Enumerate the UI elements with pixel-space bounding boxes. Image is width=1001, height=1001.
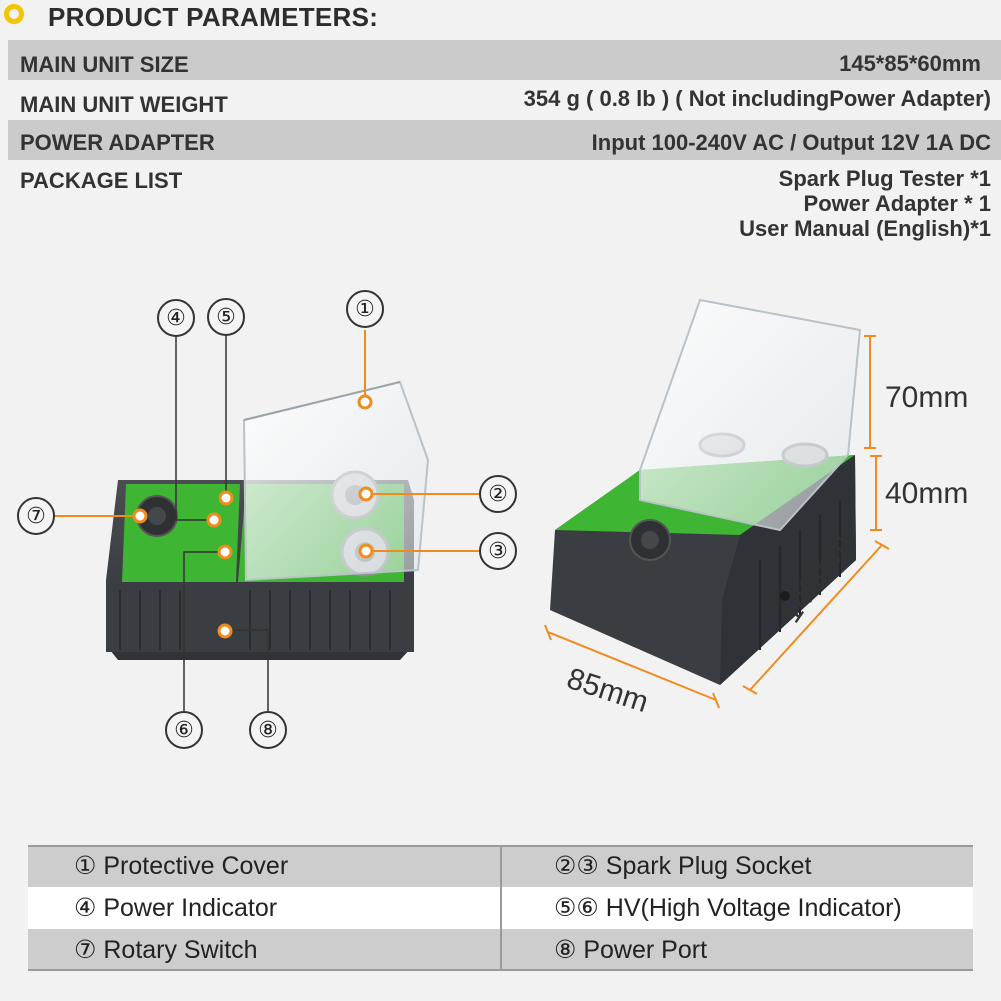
legend-divider [500, 845, 502, 971]
section-header: PRODUCT PARAMETERS: [0, 0, 1001, 36]
callout-3: ③ [479, 532, 517, 570]
callout-dots [132, 394, 374, 639]
legend-item: ②③ Spark Plug Socket [554, 852, 812, 880]
legend-item: ④ Power Indicator [74, 894, 278, 922]
package-list: Spark Plug Tester *1 Power Adapter * 1 U… [739, 166, 991, 241]
dimension-base-height: 40mm [885, 477, 969, 510]
callout-leaders [175, 335, 269, 715]
power-port [780, 591, 790, 601]
callout-1: ① [346, 290, 384, 328]
param-row-weight: MAIN UNIT WEIGHT 354 g ( 0.8 lb ) ( Not … [8, 80, 1001, 118]
callout-5: ⑤ [207, 298, 245, 336]
rotary-knob-cap [148, 507, 166, 525]
callout-lines [55, 330, 479, 552]
callout-4: ④ [157, 299, 195, 337]
protective-cover [639, 298, 862, 532]
section-title: PRODUCT PARAMETERS: [48, 2, 379, 32]
package-item: Spark Plug Tester *1 [778, 166, 991, 191]
legend-border [28, 969, 973, 971]
legend-item: ⑤⑥ HV(High Voltage Indicator) [554, 894, 902, 922]
callout-2: ② [479, 475, 517, 513]
legend-item: ⑦ Rotary Switch [74, 936, 258, 964]
package-item: Power Adapter * 1 [803, 191, 991, 216]
legend-table: ① Protective Cover ②③ Spark Plug Socket … [28, 845, 973, 971]
dimension-lines [544, 335, 890, 709]
dimension-cover-height: 70mm [885, 381, 969, 414]
front-ribs [119, 590, 391, 650]
param-row-size: MAIN UNIT SIZE 145*85*60mm [8, 40, 1001, 80]
side-face [720, 455, 856, 685]
yellow-ring-icon [4, 4, 24, 24]
product-diagram: ① ② ③ ④ ⑤ ⑥ ⑦ ⑧ 70mm 40mm 145mm 85mm [0, 270, 1001, 770]
param-label: MAIN UNIT SIZE [20, 52, 189, 77]
param-label: MAIN UNIT WEIGHT [20, 92, 228, 117]
package-item: User Manual (English)*1 [739, 216, 991, 241]
legend-item: ① Protective Cover [74, 852, 289, 880]
legend-item: ⑧ Power Port [554, 936, 708, 964]
param-row-adapter: POWER ADAPTER Input 100-240V AC / Output… [8, 120, 1001, 160]
callout-7: ⑦ [17, 497, 55, 535]
legend-border [28, 845, 973, 847]
param-value: 145*85*60mm [839, 51, 981, 76]
param-label: PACKAGE LIST [20, 168, 183, 193]
param-value: 354 g ( 0.8 lb ) ( Not includingPower Ad… [523, 86, 991, 111]
param-label: POWER ADAPTER [20, 130, 215, 155]
callout-6: ⑥ [165, 711, 203, 749]
right-device [550, 298, 862, 685]
left-device [106, 380, 430, 660]
product-illustration [55, 298, 890, 715]
device-front-face [106, 582, 414, 652]
callout-8: ⑧ [249, 711, 287, 749]
param-row-package: PACKAGE LIST Spark Plug Tester *1 Power … [8, 166, 1001, 246]
param-value: Input 100-240V AC / Output 12V 1A DC [591, 130, 991, 155]
